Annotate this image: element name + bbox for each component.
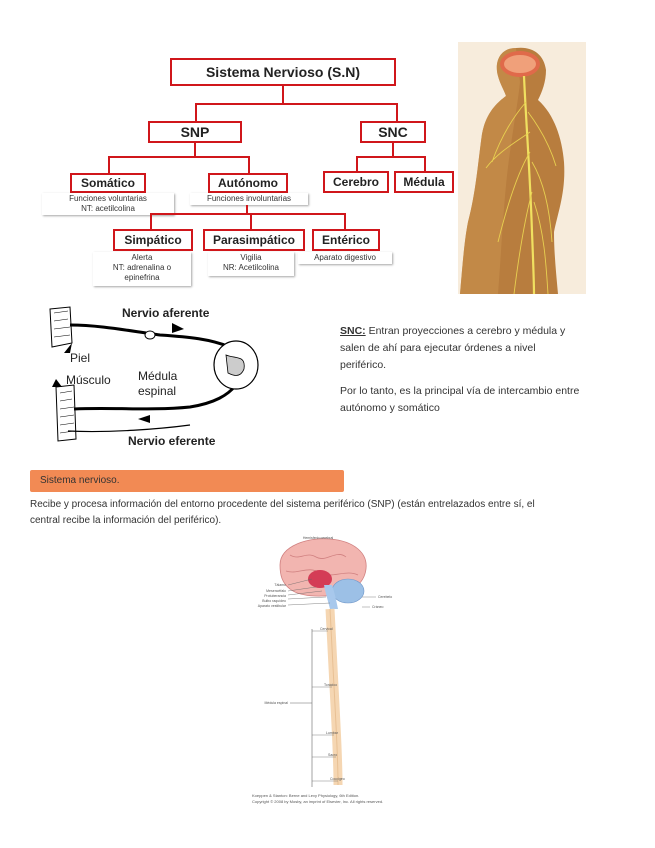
connector <box>246 205 248 214</box>
snc-text-1: Entran proyecciones a cerebro y médula y <box>365 325 566 337</box>
section-title: Sistema nervioso. <box>40 475 120 486</box>
simpatico-desc-1: Alerta <box>131 253 153 262</box>
snc-term: SNC: <box>340 325 366 337</box>
somatico-desc: Funciones voluntarias NT: acetilcolina <box>42 193 174 215</box>
label-bulbo: Bulbo raquídeo <box>262 599 286 603</box>
autonomo-desc-1: Funciones involuntarias <box>206 194 292 203</box>
connector <box>344 213 346 229</box>
connector <box>108 156 250 158</box>
enterico-desc-1: Aparato digestivo <box>314 253 376 262</box>
connector <box>250 213 252 229</box>
label-protuberancia: Protuberancia <box>264 594 286 598</box>
simpatico-desc: Alerta NT: adrenalina o epinefrina <box>93 252 191 286</box>
medula-label-1: Médula <box>138 369 178 383</box>
piel-label: Piel <box>70 351 91 365</box>
connector <box>356 156 426 158</box>
paragraph-line-1: Recibe y procesa información del entorno… <box>30 499 535 510</box>
autonomo-label: Autónomo <box>218 176 278 190</box>
label-sacro: Sacro <box>328 753 337 757</box>
simpatico-box: Simpático <box>113 229 193 251</box>
connector <box>282 86 284 104</box>
label-medula-espinal: Médula espinal <box>264 701 288 705</box>
nervio-aferente-label: Nervio aferente <box>122 306 210 320</box>
paragraph-line-2: central recibe la información del perifé… <box>30 515 222 526</box>
label-coccigeo: Coccígeo <box>330 777 345 781</box>
snc-box: SNC <box>360 121 426 143</box>
enterico-desc: Aparato digestivo <box>298 252 392 264</box>
somatico-desc-1: Funciones voluntarias <box>69 194 147 203</box>
connector <box>195 103 398 105</box>
medula-label: Médula <box>403 175 445 189</box>
parasimpatico-desc-2: NR: Acetilcolina <box>222 263 280 272</box>
connector <box>248 156 250 173</box>
snc-line-4: Por lo tanto, es la principal vía de int… <box>340 385 580 397</box>
label-cerebelo: Cerebelo <box>378 595 392 599</box>
snc-line-5: autónomo y somático <box>340 402 440 414</box>
autonomo-box: Autónomo <box>208 173 288 193</box>
label-mesencefalo: Mesencéfalo <box>266 589 286 593</box>
parasimpatico-box: Parasimpático <box>203 229 305 251</box>
medula-label-2: espinal <box>138 384 177 398</box>
connector <box>150 213 346 215</box>
connector <box>392 143 394 157</box>
connector <box>108 156 110 173</box>
label-aparato: Aparato vestibular <box>258 604 287 608</box>
snp-label: SNP <box>180 124 210 140</box>
simpatico-label: Simpático <box>124 233 182 247</box>
medula-box: Médula <box>394 171 454 193</box>
snc-description: SNC: Entran proyecciones a cerebro y méd… <box>340 323 640 417</box>
simpatico-desc-3: epinefrina <box>124 273 160 282</box>
parasimpatico-desc-1: Vigilia <box>240 253 262 262</box>
connector <box>194 143 196 157</box>
enterico-box: Entérico <box>312 229 380 251</box>
parasimpatico-label: Parasimpático <box>212 233 296 247</box>
somatico-label: Somático <box>80 176 135 190</box>
section-paragraph: Recibe y procesa información del entorno… <box>30 497 640 529</box>
human-nervous-system-image <box>458 42 586 295</box>
snp-box: SNP <box>148 121 242 143</box>
label-lumbar: Lumbar <box>326 731 339 735</box>
label-corteza: Hemisferio cerebral <box>303 536 334 540</box>
reflex-arc-illustration <box>49 306 259 442</box>
label-talamo: Tálamo <box>274 583 286 587</box>
autonomo-desc: Funciones involuntarias <box>190 193 308 205</box>
reflex-arc-figure: Nervio aferente Piel Músculo Médula espi… <box>40 303 270 453</box>
snc-line-3: periférico. <box>340 359 387 371</box>
snc-line-2: salen de ahí para ejecutar órdenes a niv… <box>340 342 536 354</box>
enterico-label: Entérico <box>321 233 370 247</box>
cerebro-box: Cerebro <box>323 171 389 193</box>
somatico-box: Somático <box>70 173 146 193</box>
figure-caption-2: Copyright © 2008 by Mosby, an imprint of… <box>252 799 384 804</box>
simpatico-desc-2: NT: adrenalina o <box>112 263 172 272</box>
snc-label: SNC <box>378 124 408 140</box>
connector <box>356 156 358 171</box>
connector <box>195 103 197 121</box>
root-box: Sistema Nervioso (S.N) <box>170 58 396 86</box>
connector <box>150 213 152 229</box>
snc-line-1: SNC: Entran proyecciones a cerebro y méd… <box>340 323 640 340</box>
human-body-illustration <box>460 47 565 295</box>
label-craneo: Cráneo <box>372 605 384 609</box>
figure-caption-1: Koeppen & Stanton: Berne and Levy Physio… <box>252 793 360 798</box>
brain-spinal-cord-illustration: Hemisferio cerebral Tálamo Mesencéfalo P… <box>258 536 392 787</box>
connector <box>424 156 426 171</box>
cns-anatomy-figure: Hemisferio cerebral Tálamo Mesencéfalo P… <box>250 535 410 807</box>
connector <box>396 103 398 121</box>
somatico-desc-2: NT: acetilcolina <box>81 204 135 213</box>
parasimpatico-desc: Vigilia NR: Acetilcolina <box>208 252 294 276</box>
musculo-label: Músculo <box>66 373 111 387</box>
label-cervical: Cervical <box>320 627 333 631</box>
nervio-eferente-label: Nervio eferente <box>128 434 216 448</box>
root-label: Sistema Nervioso (S.N) <box>205 64 361 80</box>
cerebro-label: Cerebro <box>332 175 379 189</box>
section-banner: Sistema nervioso. <box>30 470 344 492</box>
label-toracico: Torácico <box>324 683 337 687</box>
